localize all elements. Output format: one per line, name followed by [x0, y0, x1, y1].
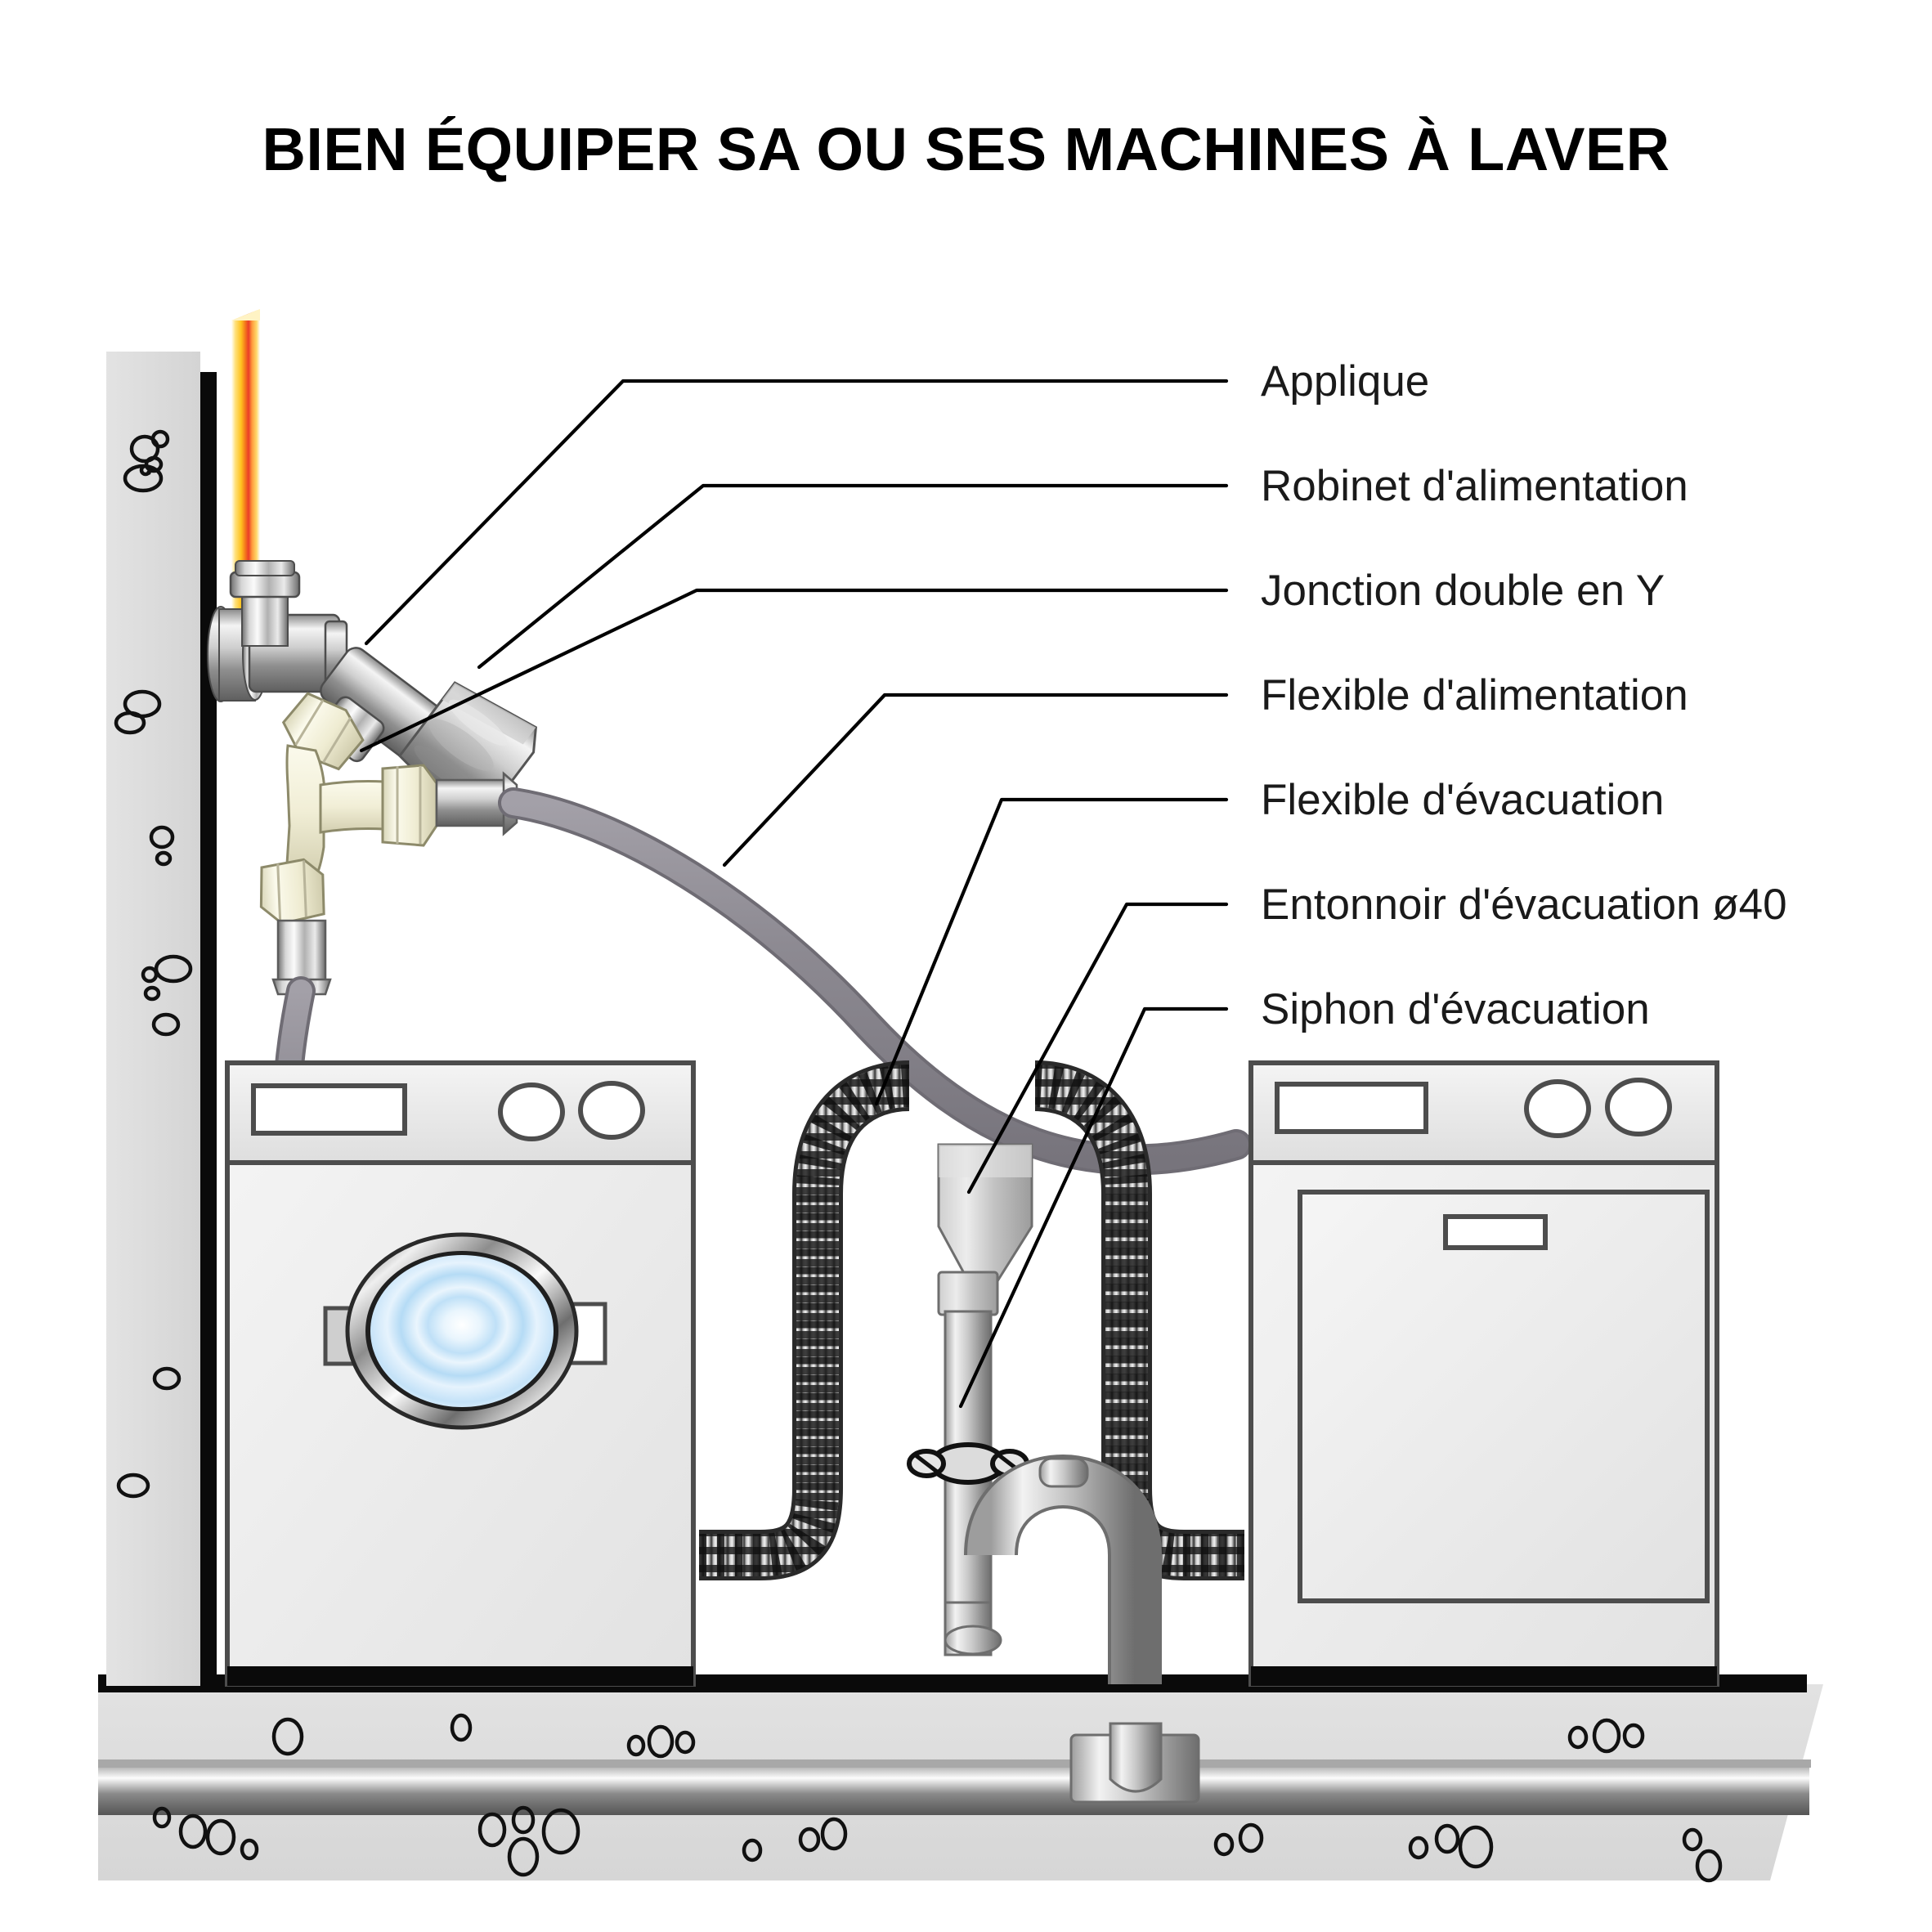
siphon-evacuation	[944, 1454, 1200, 1804]
wm-porthole	[323, 1232, 607, 1430]
supply-pipe	[231, 309, 260, 621]
wm-knob-1	[498, 1083, 565, 1141]
leader-robinet	[477, 483, 1229, 670]
label-applique: Applique	[1261, 357, 1430, 406]
flexible-evacuation-left	[699, 1060, 911, 1580]
leader-flexible-alimentation	[722, 693, 1229, 867]
dw-door	[1298, 1190, 1710, 1603]
dw-door-handle	[1443, 1214, 1548, 1250]
label-entonnoir: Entonnoir d'évacuation ø40	[1261, 881, 1787, 929]
floor-tee	[1069, 1722, 1200, 1804]
dishwasher	[1248, 1060, 1719, 1687]
wm-knob-2	[578, 1081, 645, 1140]
wall-bubbles	[114, 429, 193, 1499]
entonnoir-evacuation	[907, 1143, 1033, 1656]
leader-applique	[364, 379, 1229, 646]
page-title: BIEN ÉQUIPER SA OU SES MACHINES À LAVER	[262, 115, 1670, 183]
wall	[106, 352, 217, 1688]
floor-slab	[98, 1674, 1823, 1883]
applique-wall-plate	[207, 560, 348, 702]
leader-entonnoir	[966, 902, 1229, 1195]
label-flexible-alimentation: Flexible d'alimentation	[1261, 671, 1688, 719]
label-siphon: Siphon d'évacuation	[1261, 985, 1650, 1033]
label-jonction-y: Jonction double en Y	[1261, 567, 1665, 615]
leader-flexible-evacuation	[874, 797, 1229, 1106]
washing-machine	[225, 1060, 696, 1687]
label-flexible-evacuation: Flexible d'évacuation	[1261, 776, 1665, 824]
dw-knob-1	[1524, 1079, 1591, 1138]
leader-jonction-y	[359, 588, 1229, 753]
label-robinet: Robinet d'alimentation	[1261, 462, 1688, 510]
dw-display	[1275, 1082, 1428, 1134]
leader-lines	[359, 379, 1229, 1409]
waste-pipe	[98, 1759, 1811, 1815]
funnel-collar	[907, 1442, 1029, 1485]
wm-display	[251, 1083, 407, 1136]
leader-siphon	[958, 1006, 1229, 1409]
dw-knob-2	[1605, 1078, 1672, 1136]
